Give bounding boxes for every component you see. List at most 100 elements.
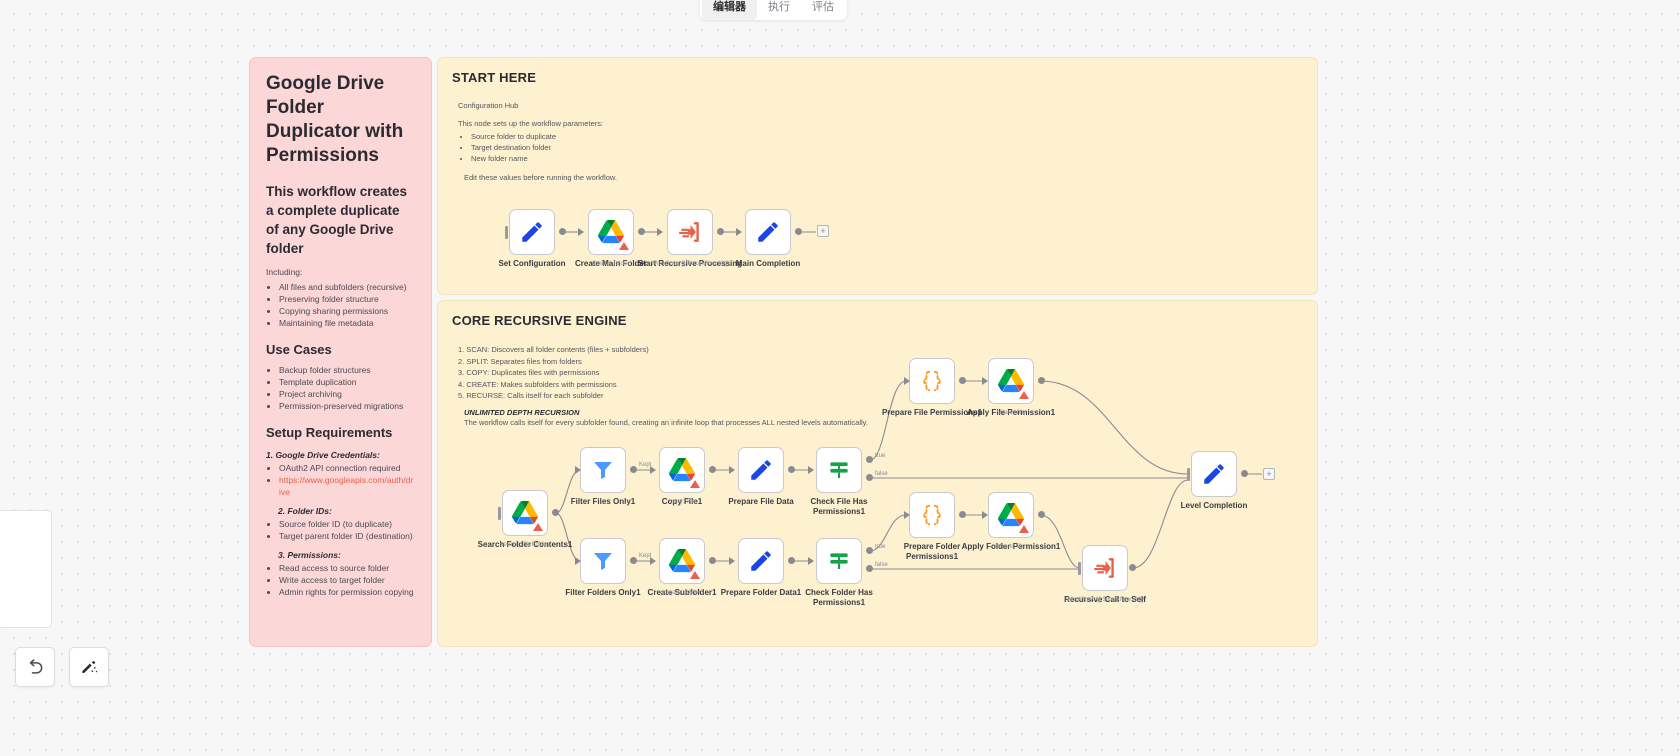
output-handle-false[interactable] — [866, 474, 873, 481]
node-sub-create-subfolder: create: folder — [663, 589, 701, 596]
input-handle[interactable] — [498, 507, 501, 520]
edge-arrow — [578, 228, 584, 236]
edge-arrow — [650, 466, 656, 474]
list-item: OAuth2 API connection required — [279, 462, 415, 474]
output-handle-false[interactable] — [866, 565, 873, 572]
edge-arrow — [575, 466, 581, 474]
node-recursive-call-to-self[interactable] — [1082, 545, 1128, 591]
node-create-main-folder[interactable] — [588, 209, 634, 255]
output-handle[interactable] — [1038, 377, 1045, 384]
output-handle[interactable] — [795, 228, 802, 235]
tab-executions[interactable]: 执行 — [768, 1, 790, 13]
node-create-subfolder[interactable] — [659, 538, 705, 584]
node-apply-folder-permission[interactable] — [988, 492, 1034, 538]
node-sub-apply-folder-permission: share: file — [996, 543, 1026, 550]
node-check-folder-has-permissions[interactable] — [816, 538, 862, 584]
sticky-note-overview[interactable]: Google Drive Folder Duplicator with Perm… — [249, 57, 432, 647]
node-warning-icon — [533, 523, 543, 531]
folder-ids-heading: 2. Folder IDs: — [278, 506, 332, 516]
list-item: Admin rights for permission copying — [279, 586, 415, 598]
start-here-title: START HERE — [452, 70, 537, 85]
permissions-list: Read access to source folder Write acces… — [266, 562, 415, 598]
output-handle[interactable] — [709, 466, 716, 473]
drive-scope-link[interactable]: https://www.googleapis.com/auth/drive — [279, 475, 414, 497]
node-sub-apply-file-permission: share: file — [996, 409, 1026, 416]
node-level-completion[interactable] — [1191, 451, 1237, 497]
sticky-note-start-here[interactable]: START HERE Configuration Hub This node s… — [437, 57, 1318, 295]
including-list: All files and subfolders (recursive) Pre… — [266, 281, 415, 329]
node-prepare-file-permissions[interactable] — [909, 358, 955, 404]
output-handle[interactable] — [709, 557, 716, 564]
credentials-heading: 1. Google Drive Credentials: — [266, 450, 380, 460]
list-item: 1. SCAN: Discovers all folder contents (… — [458, 345, 649, 354]
input-handle[interactable] — [1078, 562, 1081, 575]
list-item: 3. COPY: Duplicates files with permissio… — [458, 368, 600, 377]
edge-label-file-false: false — [875, 471, 888, 477]
node-set-configuration[interactable] — [509, 209, 555, 255]
output-handle[interactable] — [959, 377, 966, 384]
pencil-icon — [758, 222, 778, 242]
node-label-prepare-folder-permissions: Prepare Folder Permissions1 — [903, 542, 961, 561]
add-node-button[interactable]: + — [1263, 468, 1275, 480]
node-warning-icon — [1019, 391, 1029, 399]
node-label-check-folder-has-permissions: Check Folder Has Permissions1 — [805, 588, 873, 607]
output-handle[interactable] — [1129, 564, 1136, 571]
node-main-completion[interactable] — [745, 209, 791, 255]
output-handle[interactable] — [630, 466, 637, 473]
tab-evaluations[interactable]: 评估 — [812, 1, 834, 13]
tidy-up-button[interactable] — [69, 647, 109, 687]
input-handle[interactable] — [505, 226, 508, 239]
credentials-list: OAuth2 API connection required https://w… — [266, 462, 415, 498]
node-filter-files-only[interactable] — [580, 447, 626, 493]
overview-title: Google Drive Folder Duplicator with Perm… — [266, 73, 404, 166]
node-label-check-file-has-permissions: Check File Has Permissions1 — [810, 497, 868, 516]
core-engine-title: CORE RECURSIVE ENGINE — [452, 313, 627, 328]
side-panel-partial — [0, 510, 52, 628]
list-item: New folder name — [471, 153, 1303, 164]
edge-arrow — [650, 557, 656, 565]
node-label-search-folder-contents: Search Folder Contents1 — [477, 540, 573, 549]
edge-arrow — [982, 377, 988, 385]
node-label-main-completion: Main Completion — [735, 259, 801, 268]
permissions-heading: 3. Permissions: — [278, 550, 341, 560]
list-item: Template duplication — [279, 376, 415, 388]
output-handle[interactable] — [559, 228, 566, 235]
node-label-copy-file: Copy File1 — [661, 497, 703, 506]
execute-workflow-icon — [679, 222, 699, 242]
output-handle[interactable] — [788, 466, 795, 473]
output-handle[interactable] — [959, 511, 966, 518]
output-handle[interactable] — [638, 228, 645, 235]
node-search-folder-contents[interactable] — [502, 490, 548, 536]
tab-editor[interactable]: 编辑器 — [702, 0, 757, 20]
node-filter-folders-only[interactable] — [580, 538, 626, 584]
output-handle[interactable] — [630, 557, 637, 564]
edge-arrow — [729, 557, 735, 565]
setup-heading: Setup Requirements — [266, 425, 393, 440]
node-label-prepare-file-data: Prepare File Data — [728, 497, 794, 506]
node-prepare-folder-permissions[interactable] — [909, 492, 955, 538]
node-start-recursive-processing[interactable] — [667, 209, 713, 255]
list-item-link[interactable]: https://www.googleapis.com/auth/drive — [279, 474, 415, 498]
add-node-button[interactable]: + — [817, 225, 829, 237]
google-drive-icon — [998, 503, 1024, 527]
undo-button[interactable] — [15, 647, 55, 687]
output-handle[interactable] — [788, 557, 795, 564]
input-handle[interactable] — [1187, 468, 1190, 481]
output-handle[interactable] — [1241, 470, 1248, 477]
node-prepare-file-data[interactable] — [738, 447, 784, 493]
output-handle[interactable] — [552, 509, 559, 516]
pencil-icon — [1204, 464, 1224, 484]
list-item: Copying sharing permissions — [279, 305, 415, 317]
output-handle-true[interactable] — [866, 547, 873, 554]
node-apply-file-permission[interactable] — [988, 358, 1034, 404]
node-copy-file[interactable] — [659, 447, 705, 493]
output-handle[interactable] — [1038, 511, 1045, 518]
output-handle-true[interactable] — [866, 456, 873, 463]
google-drive-icon — [998, 369, 1024, 393]
node-sub-recursive-call-to-self: Workflow: {{ $workflow.id }} — [1066, 596, 1144, 603]
node-check-file-has-permissions[interactable] — [816, 447, 862, 493]
output-handle[interactable] — [717, 228, 724, 235]
node-prepare-folder-data[interactable] — [738, 538, 784, 584]
edge-label-folder-true: true — [875, 544, 886, 550]
